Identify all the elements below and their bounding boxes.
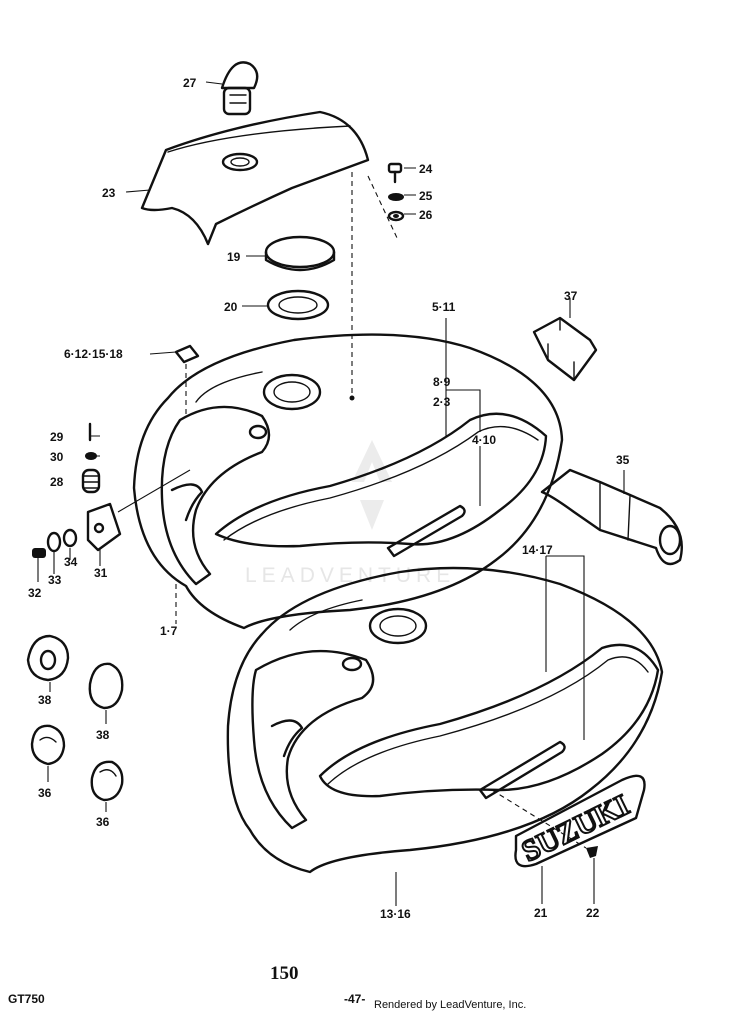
label-37: 37 <box>564 289 578 303</box>
rear-bracket-35 <box>540 468 683 566</box>
label-35: 35 <box>616 453 630 467</box>
label-2-3: 2·3 <box>433 395 451 409</box>
label-28: 28 <box>50 475 64 489</box>
label-6-18: 6·12·15·18 <box>64 347 123 361</box>
tank-top-cover-23 <box>140 110 370 246</box>
label-38b: 38 <box>96 728 110 742</box>
label-21: 21 <box>534 906 548 920</box>
label-20: 20 <box>224 300 238 314</box>
gasket-20 <box>266 289 330 321</box>
label-30: 30 <box>50 450 64 464</box>
small-emblem <box>174 344 200 364</box>
model-label: GT750 <box>8 992 45 1006</box>
label-29: 29 <box>50 430 64 444</box>
label-8-9: 8·9 <box>433 375 451 389</box>
label-23: 23 <box>102 186 116 200</box>
label-33: 33 <box>48 573 62 587</box>
label-4-10: 4·10 <box>472 433 496 447</box>
label-1-7: 1·7 <box>160 624 178 638</box>
label-19: 19 <box>227 250 241 264</box>
credit-text: Rendered by LeadVenture, Inc. <box>374 999 526 1011</box>
footer: GT750 150 -47- Rendered by LeadVenture, … <box>8 963 526 1011</box>
label-34: 34 <box>64 555 78 569</box>
label-36a: 36 <box>38 786 52 800</box>
label-22: 22 <box>586 906 600 920</box>
page-number: 150 <box>270 963 299 984</box>
part-labels: 27 23 24 25 26 19 20 5·11 37 6·12·15·18 … <box>28 76 630 921</box>
fuel-tank-lower <box>226 566 664 874</box>
watermark: LEADVENTURE <box>245 440 455 587</box>
cap-seal-19 <box>264 235 336 272</box>
label-26: 26 <box>419 208 433 222</box>
hardware-28-34 <box>32 422 122 558</box>
fuel-tank-upper <box>132 333 564 630</box>
grommets <box>26 634 124 802</box>
bracket-37 <box>532 316 598 382</box>
fuel-cap-27 <box>220 61 259 116</box>
leader-lines <box>37 81 625 906</box>
label-14-17: 14·17 <box>522 543 553 557</box>
label-24: 24 <box>419 162 433 176</box>
screw-22 <box>586 846 598 858</box>
bolt-washers-24-26 <box>387 162 405 222</box>
label-38a: 38 <box>38 693 52 707</box>
label-27: 27 <box>183 76 197 90</box>
watermark-text: LEADVENTURE <box>245 564 455 587</box>
label-5-11: 5·11 <box>432 300 456 314</box>
sub-page-number: -47- <box>344 992 365 1006</box>
label-36b: 36 <box>96 815 110 829</box>
label-25: 25 <box>419 189 433 203</box>
label-31: 31 <box>94 566 108 580</box>
label-32: 32 <box>28 586 42 600</box>
label-13-16: 13·16 <box>380 907 411 921</box>
